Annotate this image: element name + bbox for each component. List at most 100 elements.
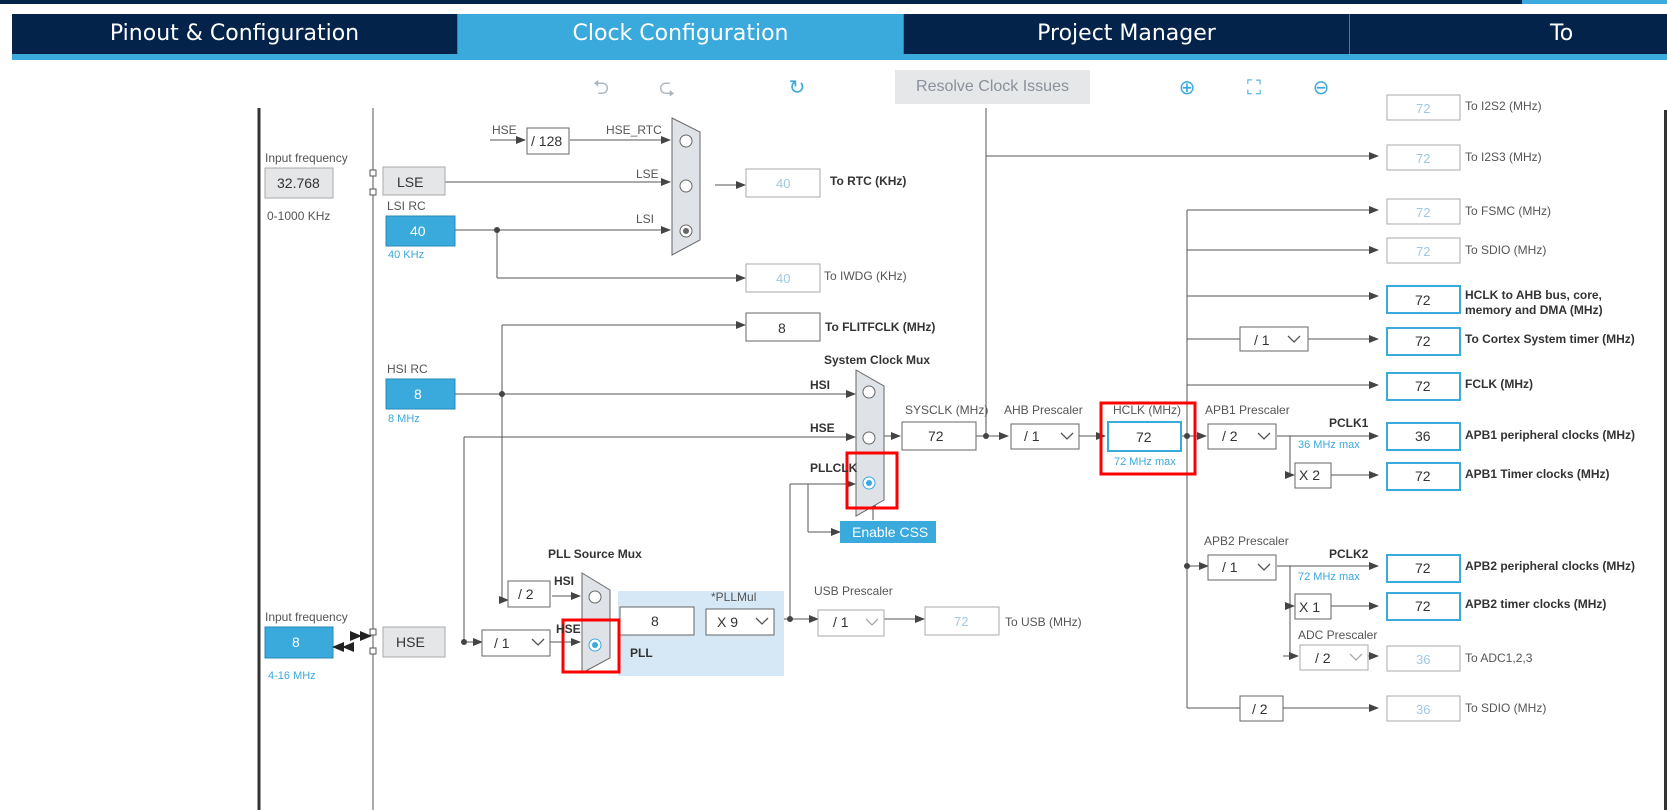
sysmux-radio-hse[interactable] <box>862 431 876 445</box>
hse-input-label: Input frequency <box>265 610 348 624</box>
pllsrc-title: PLL Source Mux <box>548 547 642 561</box>
usb-out-label: To USB (MHz) <box>1005 615 1082 629</box>
lsi-value: 40 <box>410 223 426 239</box>
highlight-hclk <box>1099 401 1197 476</box>
usb-out-value: 72 <box>954 614 968 629</box>
sysmux-radio-hsi[interactable] <box>862 385 876 399</box>
out-0-label: To I2S2 (MHz) <box>1465 99 1542 113</box>
apb2-max: 72 MHz max <box>1298 571 1360 583</box>
apb2-value[interactable]: / 1 <box>1222 559 1238 575</box>
highlight-pllclk <box>845 451 899 510</box>
undo-icon[interactable]: ⮌ <box>592 75 610 99</box>
apb1-max: 36 MHz max <box>1298 439 1360 451</box>
lsi-unit: 40 KHz <box>388 249 424 261</box>
usb-label: USB Prescaler <box>814 584 893 598</box>
hsi-title: HSI RC <box>387 362 428 376</box>
pllsrc-hsi-div: / 2 <box>518 586 534 602</box>
sysclk-value: 72 <box>928 428 944 444</box>
lse-block: LSE <box>397 174 423 190</box>
zoom-in-icon[interactable]: ⊕ <box>1178 75 1196 99</box>
out-0-value: 72 <box>1416 101 1430 116</box>
fit-screen-icon[interactable]: ⛶ <box>1247 75 1261 99</box>
tab-bar: Pinout & Configuration Clock Configurati… <box>12 14 1667 60</box>
out-9-label: APB2 peripheral clocks (MHz) <box>1465 559 1635 573</box>
out-8-value: 72 <box>1415 468 1431 484</box>
out-7-value: 36 <box>1415 428 1431 444</box>
rtc-div: / 128 <box>531 133 562 149</box>
sysmux-hsi: HSI <box>810 378 830 392</box>
lse-input-label: Input frequency <box>265 151 348 165</box>
out-2-label: To FSMC (MHz) <box>1465 204 1551 218</box>
out-1-value: 72 <box>1416 151 1430 166</box>
apb1-label: APB1 Prescaler <box>1205 403 1290 417</box>
iwdg-label: To IWDG (KHz) <box>824 269 907 283</box>
flit-label: To FLITFCLK (MHz) <box>825 320 935 334</box>
iwdg-value: 40 <box>776 271 790 286</box>
hsi-value: 8 <box>414 386 422 402</box>
top-strip-tab <box>1522 0 1667 4</box>
apb1-timer-mult: X 2 <box>1299 467 1320 483</box>
lsi-title: LSI RC <box>387 199 426 213</box>
apb1-value[interactable]: / 2 <box>1222 428 1238 444</box>
adc-label: ADC Prescaler <box>1298 628 1377 642</box>
hclk-max: 72 MHz max <box>1114 456 1176 468</box>
apb2-label: APB2 Prescaler <box>1204 534 1289 548</box>
out-10-label: APB2 timer clocks (MHz) <box>1465 597 1606 611</box>
sysmux-pllclk: PLLCLK <box>810 461 858 475</box>
zoom-out-icon[interactable]: ⊖ <box>1312 75 1330 99</box>
lse-input-value[interactable]: 32.768 <box>277 175 320 191</box>
out-3-label: To SDIO (MHz) <box>1465 243 1546 257</box>
ahb-value[interactable]: / 1 <box>1024 428 1040 444</box>
apb1-pclk: PCLK1 <box>1329 416 1369 430</box>
toolbar: ⮌ ⮎ ↻ Resolve Clock Issues ⊕ ⛶ ⊖ <box>0 64 1667 108</box>
rtc-lsi: LSI <box>636 212 654 226</box>
redo-icon[interactable]: ⮎ <box>658 75 676 99</box>
rtc-hse-label: HSE <box>492 123 517 137</box>
pll-mul[interactable]: X 9 <box>717 614 738 630</box>
ahb-label: AHB Prescaler <box>1004 403 1083 417</box>
pll-mul-label: *PLLMul <box>711 590 756 604</box>
out-8-label: APB1 Timer clocks (MHz) <box>1465 467 1610 481</box>
tab-project-manager[interactable]: Project Manager <box>904 14 1350 54</box>
adc-value[interactable]: / 2 <box>1315 650 1331 666</box>
apb2-pclk: PCLK2 <box>1329 547 1369 561</box>
resolve-clock-issues-button[interactable]: Resolve Clock Issues <box>895 70 1090 104</box>
out-11-label: To ADC1,2,3 <box>1465 651 1533 665</box>
tab-pinout[interactable]: Pinout & Configuration <box>12 14 458 54</box>
hsi-unit: 8 MHz <box>388 413 420 425</box>
enable-css-label[interactable]: Enable CSS <box>852 524 928 540</box>
hse-input-value[interactable]: 8 <box>292 634 300 650</box>
pllsrc-radio-hsi[interactable] <box>588 590 602 604</box>
out-7-label: APB1 peripheral clocks (MHz) <box>1465 428 1635 442</box>
tab-tools[interactable]: To <box>1550 21 1574 46</box>
out-12-label: To SDIO (MHz) <box>1465 701 1546 715</box>
out-12-value: 36 <box>1416 702 1430 717</box>
refresh-icon[interactable]: ↻ <box>788 75 806 99</box>
tab-underline <box>12 54 1667 60</box>
tab-clock-configuration[interactable]: Clock Configuration <box>458 14 904 54</box>
enable-css-button <box>840 521 936 543</box>
apb2-timer-mult: X 1 <box>1299 599 1320 615</box>
pll-source-mux <box>581 572 611 674</box>
hclk-value[interactable]: 72 <box>1136 429 1152 445</box>
out-6-label: FCLK (MHz) <box>1465 377 1533 391</box>
flit-value: 8 <box>778 320 786 336</box>
usb-value[interactable]: / 1 <box>833 614 849 630</box>
highlight-boxes <box>561 401 1197 674</box>
hse-block: HSE <box>396 634 425 650</box>
hclk-label: HCLK (MHz) <box>1113 403 1181 417</box>
out-9-value: 72 <box>1415 560 1431 576</box>
out-2-value: 72 <box>1416 205 1430 220</box>
cortex-div[interactable]: / 1 <box>1254 332 1270 348</box>
right-scroll-edge <box>1664 110 1667 810</box>
out-4-value: 72 <box>1415 292 1431 308</box>
lse-range: 0-1000 KHz <box>267 209 330 223</box>
hse-div[interactable]: / 1 <box>494 635 510 651</box>
rtc-out-value: 40 <box>776 176 790 191</box>
out-3-value: 72 <box>1416 244 1430 259</box>
pll-value: 8 <box>651 613 659 629</box>
rtc-out-label: To RTC (KHz) <box>830 174 906 188</box>
rtc-lse: LSE <box>636 167 659 181</box>
